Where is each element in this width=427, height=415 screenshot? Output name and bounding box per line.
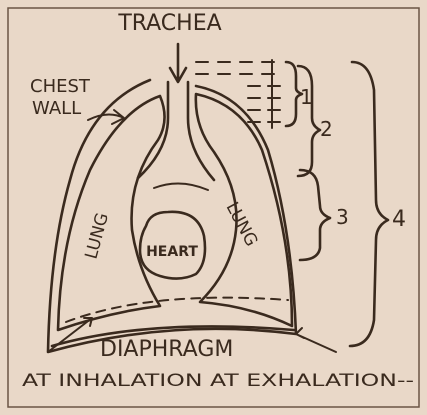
label-lung-right: LUNG xyxy=(222,199,262,250)
label-lung-left: LUNG xyxy=(82,211,113,262)
label-diaphragm: DIAPHRAGM xyxy=(100,337,233,362)
mediastinum-curve xyxy=(154,183,208,190)
left-lung-outline xyxy=(58,96,165,330)
label-trachea: TRACHEA xyxy=(117,11,221,36)
trachea-arrow xyxy=(170,44,186,82)
chest-wall-pointer xyxy=(88,110,124,124)
label-bracket-1: 1 xyxy=(300,85,313,109)
label-bracket-2: 2 xyxy=(320,117,333,141)
label-chest-wall-line1: CHEST xyxy=(30,76,91,97)
bracket-3 xyxy=(300,170,330,260)
label-bracket-4: 4 xyxy=(392,207,406,232)
dead-space-dashes xyxy=(196,60,280,128)
label-heart: HEART xyxy=(146,244,198,260)
chest-wall-outline xyxy=(48,80,296,352)
label-bottom-caption: AT INHALATION AT EXHALATION-- xyxy=(22,371,414,391)
bracket-2 xyxy=(298,66,320,176)
exhalation-pointer xyxy=(296,328,336,352)
label-bracket-3: 3 xyxy=(336,205,349,229)
label-chest-wall-line2: WALL xyxy=(32,98,81,119)
bracket-4 xyxy=(350,62,388,346)
